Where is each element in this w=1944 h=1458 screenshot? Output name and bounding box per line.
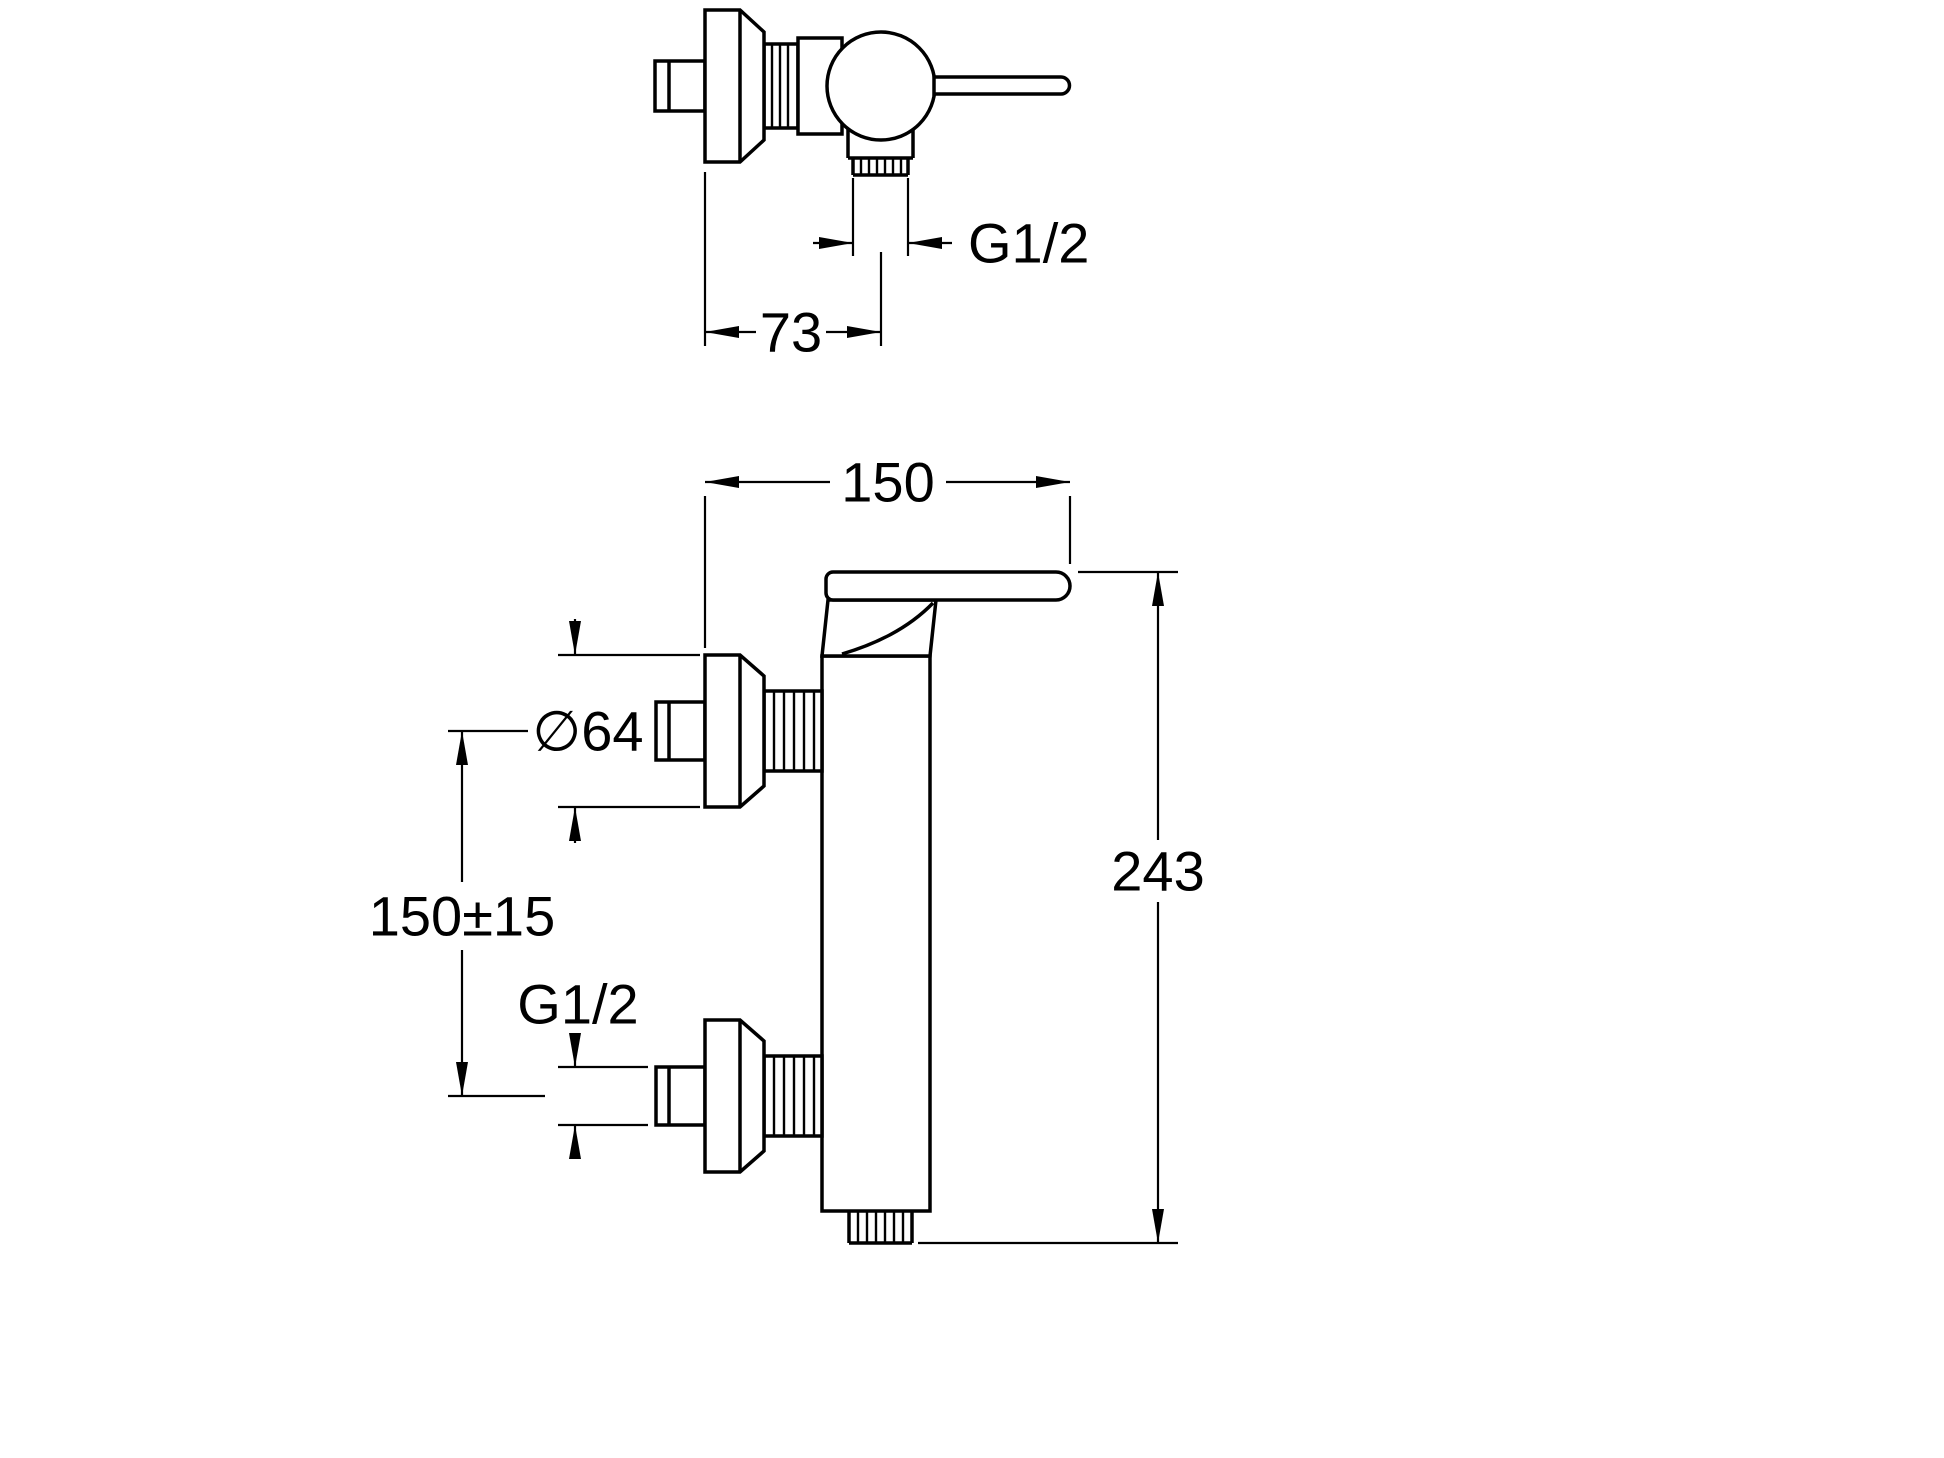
dimension-front-g12: G1/2 [517,973,648,1159]
front-cap-parting-line [841,601,935,656]
front-view-faucet-body [654,570,1072,1245]
dim-label-243: 243 [1111,840,1204,903]
front-upper-escutcheon [703,653,766,809]
front-lower-nipple [654,1065,707,1127]
dimension-d64: ∅64 [532,619,700,843]
top-union-thread-lines [770,44,790,128]
front-lever-handle [824,570,1072,602]
dimension-150: 150 [703,451,1072,648]
dimension-top-g12: G1/2 [813,178,1089,275]
front-lower-union-threads [772,1056,816,1136]
dimension-73: 73 [703,172,883,364]
top-view-dimensions: G1/2 73 [703,172,1089,364]
front-bottom-outlet [847,1211,914,1245]
front-view: 150 ∅64 150±15 [369,451,1205,1245]
front-upper-nipple [654,700,707,762]
dim-label-front-g12: G1/2 [517,973,638,1036]
front-upper-connection [654,653,824,809]
front-view-dimensions: 150 ∅64 150±15 [369,451,1205,1245]
front-lower-connection [654,1018,824,1174]
top-wall-nipple [653,59,707,113]
dim-label-150-15: 150±15 [369,885,555,948]
top-view-faucet-body [653,8,1072,177]
dim-label-73: 73 [760,301,822,364]
front-cartridge-cap [820,598,938,658]
dim-label-top-g12: G1/2 [968,212,1089,275]
dimension-150-15: 150±15 [369,729,555,1098]
top-outlet [846,129,915,177]
top-valve-cartridge [825,30,937,142]
front-upper-union-threads [772,691,816,771]
top-view: G1/2 73 [653,8,1089,364]
dim-label-d64: ∅64 [532,700,643,763]
top-outlet-thread-lines [859,158,903,175]
front-bottom-outlet-threads [856,1211,905,1243]
front-lower-escutcheon [703,1018,766,1174]
front-main-body [820,654,932,1213]
dim-label-150: 150 [841,451,934,514]
top-lever-handle [932,75,1072,96]
dimension-243: 243 [918,570,1205,1245]
top-escutcheon [703,8,766,164]
